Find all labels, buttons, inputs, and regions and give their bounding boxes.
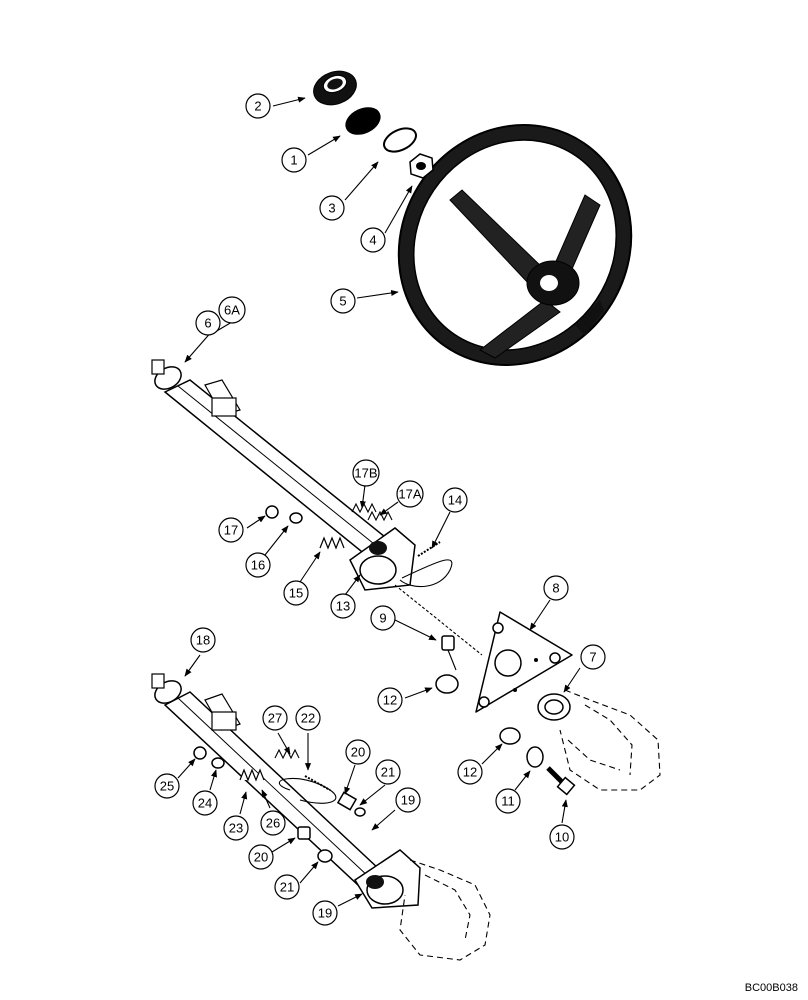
- upper-mount-outline: [559, 689, 661, 791]
- figure-code: BC00B038: [744, 982, 798, 994]
- upper-steering-column: [151, 359, 397, 561]
- callout-label: 6A: [224, 303, 240, 318]
- callout-16: 16: [245, 552, 271, 578]
- lower-steering-column: [151, 673, 382, 886]
- callout-24: 24: [192, 790, 218, 816]
- lower-switch-assembly: [239, 748, 421, 909]
- callout-label: 22: [301, 711, 315, 726]
- retaining-ring: [383, 127, 417, 153]
- washer-16: [289, 512, 303, 524]
- callout-12-lower: 12: [457, 759, 483, 785]
- callout-label: 21: [280, 880, 294, 895]
- callout-label: 16: [251, 558, 265, 573]
- hub-7: [537, 693, 571, 721]
- callout-label: 1: [290, 153, 297, 168]
- callout-3: 3: [319, 195, 345, 221]
- nut-17: [265, 505, 279, 519]
- upper-switch-assembly: [319, 502, 453, 591]
- callout-9: 9: [370, 605, 396, 631]
- callout-label: 24: [198, 796, 212, 811]
- spacer-12-upper: [435, 674, 459, 694]
- callout-5: 5: [330, 288, 356, 314]
- callout-17: 17: [218, 517, 244, 543]
- callout-label: 23: [229, 821, 243, 836]
- callout-label: 19: [318, 906, 332, 921]
- callout-10: 10: [549, 824, 575, 850]
- washer-21-lower: [317, 849, 333, 863]
- callout-label: 13: [336, 599, 350, 614]
- callout-13: 13: [330, 593, 356, 619]
- callout-17a: 17A: [396, 480, 424, 508]
- callout-label: 6: [204, 316, 211, 331]
- callout-8: 8: [543, 575, 569, 601]
- callout-15: 15: [283, 580, 309, 606]
- mounting-plate: [475, 611, 573, 713]
- washer-24: [211, 757, 225, 769]
- callout-14: 14: [442, 487, 468, 513]
- callout-7: 7: [580, 644, 606, 670]
- callout-label: 14: [448, 493, 462, 508]
- callout-label: 17B: [354, 466, 377, 481]
- cap-insert: [345, 107, 381, 135]
- callout-2: 2: [245, 93, 271, 119]
- bolt-10: [546, 766, 576, 796]
- spacer-12-lower: [499, 727, 521, 745]
- callout-19-lower: 19: [312, 900, 338, 926]
- callout-label: 5: [339, 294, 346, 309]
- callout-label: 18: [196, 633, 210, 648]
- callout-17b: 17B: [352, 459, 380, 487]
- callout-label: 15: [289, 586, 303, 601]
- callout-label: 7: [589, 650, 596, 665]
- callout-4: 4: [360, 227, 386, 253]
- callout-label: 25: [160, 779, 174, 794]
- bolt-20-lower: [297, 826, 311, 840]
- callout-label: 20: [254, 850, 268, 865]
- callout-label: 9: [379, 611, 386, 626]
- callout-19-upper: 19: [395, 787, 421, 813]
- callout-label: 11: [501, 794, 515, 809]
- callout-12-upper: 12: [377, 687, 403, 713]
- callout-6a: 6A: [218, 296, 246, 324]
- nut-25: [193, 746, 207, 760]
- callout-label: 21: [381, 765, 395, 780]
- callout-18: 18: [190, 627, 216, 653]
- leader-lines: [177, 96, 581, 907]
- horn-cap: [313, 70, 357, 106]
- callout-label: 10: [555, 830, 569, 845]
- callout-label: 3: [328, 201, 335, 216]
- callout-label: 4: [369, 233, 376, 248]
- callout-21-upper: 21: [375, 759, 401, 785]
- callout-label: 20: [351, 745, 365, 760]
- callout-label: 12: [383, 693, 397, 708]
- callout-25: 25: [154, 773, 180, 799]
- callout-20-upper: 20: [345, 739, 371, 765]
- callout-label: 8: [552, 581, 559, 596]
- callout-label: 17A: [398, 487, 421, 502]
- callout-20-lower: 20: [248, 844, 274, 870]
- callout-label: 27: [268, 711, 282, 726]
- callout-22: 22: [295, 705, 321, 731]
- callout-label: 2: [254, 99, 261, 114]
- wheel-nut: [409, 153, 434, 179]
- callout-6: 6: [195, 310, 221, 336]
- lower-mount-outline: [399, 859, 491, 961]
- washer-11: [526, 746, 544, 768]
- callout-label: 17: [224, 523, 238, 538]
- callout-label: 12: [463, 765, 477, 780]
- callout-23: 23: [223, 815, 249, 841]
- callout-27: 27: [262, 705, 288, 731]
- callout-label: 19: [401, 793, 415, 808]
- steering-wheel: [397, 124, 633, 366]
- callout-11: 11: [495, 788, 521, 814]
- bolt-9: [441, 635, 457, 671]
- callout-21-lower: 21: [274, 874, 300, 900]
- callout-label: 26: [266, 816, 280, 831]
- callout-26: 26: [260, 810, 286, 836]
- callout-1: 1: [281, 147, 307, 173]
